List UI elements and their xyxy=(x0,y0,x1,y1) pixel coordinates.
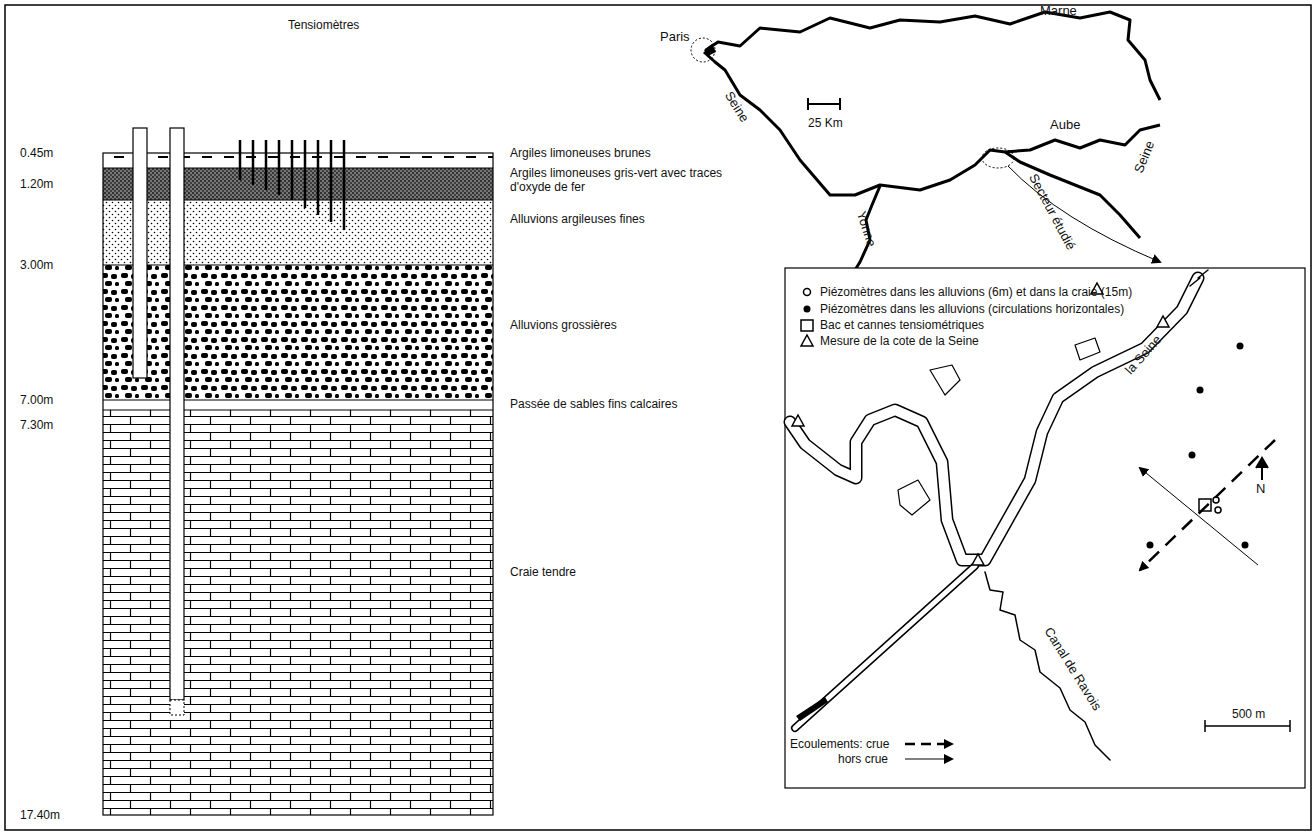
scale-label: 500 m xyxy=(1232,707,1265,721)
north-arrow-label: N xyxy=(1256,482,1265,496)
layer-name: Argiles limoneuses gris-vert avec traces… xyxy=(510,166,725,194)
river-name: Seine xyxy=(1132,139,1157,175)
legend-text: hors crue xyxy=(838,752,888,766)
layer-name: Alluvions grossières xyxy=(510,318,617,332)
depth-label: 1.20m xyxy=(20,177,53,191)
layer-name: Craie tendre xyxy=(510,565,576,579)
river-name: Seine xyxy=(722,89,751,125)
legend-text: Piézomètres dans les alluvions (circulat… xyxy=(820,302,1124,316)
depth-label: 7.00m xyxy=(20,393,53,407)
legend-text: Bac et cannes tensiométriques xyxy=(820,318,984,332)
depth-label: 3.00m xyxy=(20,258,53,272)
city-name: Paris xyxy=(660,30,690,44)
tensiometer-title: Tensiomètres xyxy=(288,18,359,32)
layer-name: Passée de sables fins calcaires xyxy=(510,397,677,411)
river-name: Yonne xyxy=(854,210,879,249)
depth-label: 17.40m xyxy=(20,808,60,822)
depth-label: 7.30m xyxy=(20,418,53,432)
layer-name: Argiles limoneuses brunes xyxy=(510,146,651,160)
river-name: Aube xyxy=(1050,118,1080,132)
legend-text: Mesure de la cote de la Seine xyxy=(820,334,979,348)
layer-name: Alluvions argileuses fines xyxy=(510,212,645,226)
depth-label: 0.45m xyxy=(20,146,53,160)
legend-text: Piézomètres dans les alluvions (6m) et d… xyxy=(820,285,1132,299)
scale-label: 25 Km xyxy=(808,116,843,130)
legend-text: Ecoulements: crue xyxy=(790,737,889,751)
river-name: Marne xyxy=(1040,4,1077,18)
